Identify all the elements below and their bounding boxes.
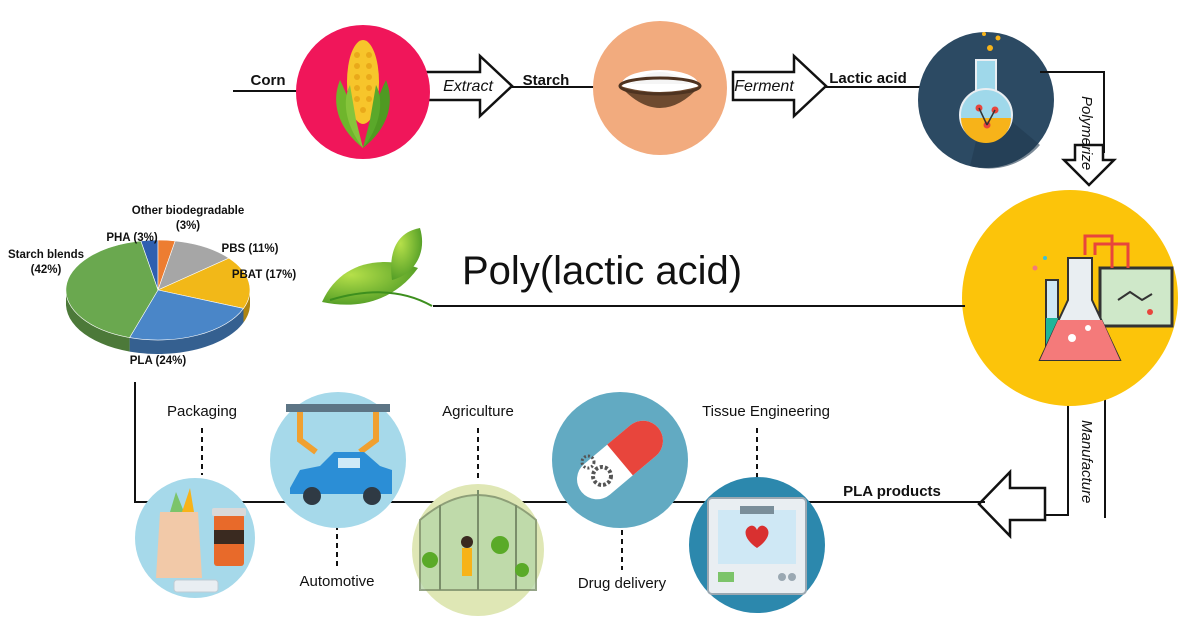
automotive-label: Automotive	[299, 573, 374, 590]
manufacture-label: Manufacture	[1078, 420, 1095, 503]
corn-label: Corn	[251, 72, 286, 89]
pie-label-starch: Starch blends	[8, 249, 84, 261]
pie-label-other: Other biodegradable	[132, 205, 244, 217]
tissue-engineering-label: Tissue Engineering	[702, 403, 830, 420]
pla-title: Poly(lactic acid)	[462, 249, 742, 293]
applications-row: PLA products Packaging Automotive Agricu…	[134, 382, 985, 616]
top-flow: Corn Extract Starch Ferment Lactic acid	[233, 21, 1054, 169]
pie-slice-pbat	[157, 257, 251, 309]
manufacture-arrow	[977, 468, 1047, 540]
right-connectors: Polymerize Manufacture	[977, 71, 1118, 540]
pie-label-starch-pct: (42%)	[31, 264, 62, 276]
pie-label-other-pct: (3%)	[176, 220, 200, 232]
pie-slice-starch-blends	[65, 240, 159, 338]
polymerize-arrow	[1060, 143, 1118, 187]
ferment-label: Ferment	[734, 78, 794, 95]
drug-delivery-capsule-icon	[552, 392, 688, 528]
pie-side-starch-blends	[66, 291, 130, 352]
pie-side-pla	[129, 308, 244, 354]
pie-slice-pla	[129, 289, 245, 341]
flask-icon	[918, 32, 1054, 169]
packaging-label: Packaging	[167, 403, 237, 420]
starch-bowl-icon	[593, 21, 727, 155]
drug-delivery-label: Drug delivery	[578, 575, 667, 592]
pie-label-pla: PLA (24%)	[130, 355, 187, 367]
automotive-icon	[270, 392, 406, 528]
starch-label: Starch	[523, 72, 570, 89]
polymerize-label: Polymerize	[1078, 96, 1095, 170]
tissue-engineering-3d-printer-icon	[689, 477, 825, 613]
pie-label-pha: PHA (3%)	[106, 232, 157, 244]
pla-products-label: PLA products	[843, 483, 941, 500]
lab-equipment-icon	[962, 190, 1178, 406]
pie-side-pbat	[243, 289, 250, 323]
lactic-acid-label: Lactic acid	[829, 70, 907, 87]
packaging-icon	[135, 478, 255, 598]
title-row: Poly(lactic acid)	[322, 228, 965, 307]
agriculture-greenhouse-icon	[412, 484, 544, 616]
extract-label: Extract	[443, 78, 493, 95]
leaf-icon	[322, 228, 433, 307]
pie-labels: Other biodegradable (3%) PHA (3%) Starch…	[8, 205, 296, 367]
bioplastics-pie-chart	[65, 239, 251, 354]
agriculture-label: Agriculture	[442, 403, 514, 420]
pie-label-pbat: PBAT (17%)	[232, 269, 296, 281]
corn-icon	[296, 25, 430, 159]
ferment-arrow	[731, 53, 828, 119]
pie-label-pbs: PBS (11%)	[222, 243, 279, 255]
extract-arrow	[420, 53, 514, 119]
